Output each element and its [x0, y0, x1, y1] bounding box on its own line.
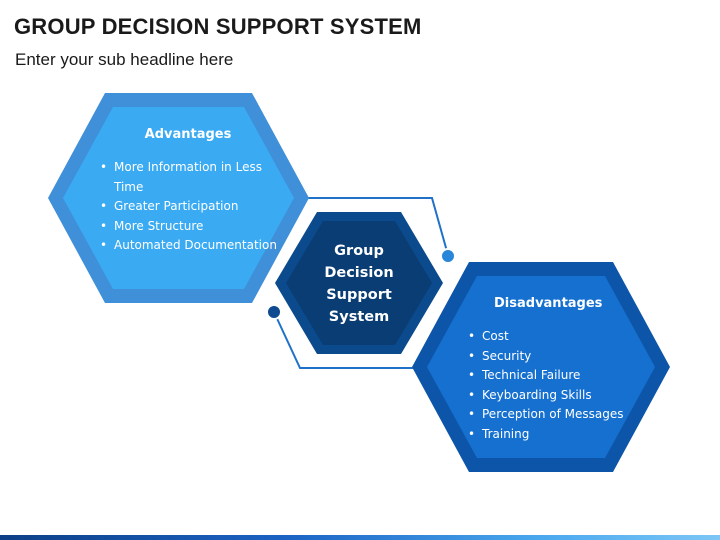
- center-hexagon-inner: [286, 221, 432, 345]
- connector-dot-right: [440, 248, 456, 264]
- advantages-list: More Information in Less Time Greater Pa…: [98, 158, 278, 256]
- list-item: More Information in Less Time: [98, 158, 278, 197]
- list-item: Perception of Messages: [466, 405, 636, 425]
- list-item: Security: [466, 347, 636, 367]
- connector-bottom: [273, 311, 420, 369]
- list-item: Greater Participation: [98, 197, 278, 217]
- disadvantages-heading: Disadvantages: [494, 296, 603, 311]
- page-title: GROUP DECISION SUPPORT SYSTEM: [14, 14, 422, 39]
- center-label: Group Decision Support System: [324, 243, 394, 325]
- page-subtitle: Enter your sub headline here: [15, 50, 234, 69]
- list-item: More Structure: [98, 217, 278, 237]
- connector-top: [305, 197, 449, 256]
- list-item: Technical Failure: [466, 366, 636, 386]
- list-item: Automated Documentation: [98, 236, 278, 256]
- bottom-accent-bar: [0, 535, 720, 540]
- disadvantages-card: Disadvantages Cost Security Technical Fa…: [466, 296, 636, 444]
- advantages-card: Advantages More Information in Less Time…: [98, 127, 278, 256]
- connector-dot-left: [266, 304, 282, 320]
- list-item: Training: [466, 425, 636, 445]
- advantages-heading: Advantages: [144, 127, 232, 142]
- list-item: Keyboarding Skills: [466, 386, 636, 406]
- list-item: Cost: [466, 327, 636, 347]
- disadvantages-list: Cost Security Technical Failure Keyboard…: [466, 327, 636, 444]
